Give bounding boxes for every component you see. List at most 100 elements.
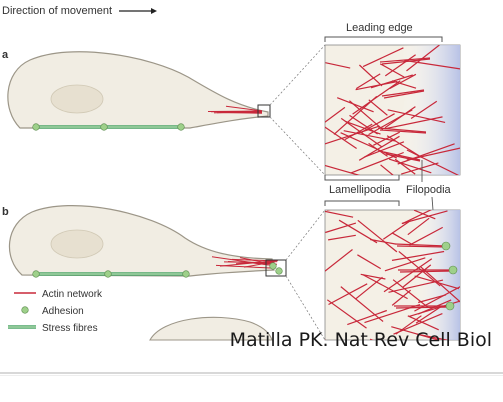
leading-edge-bracket	[324, 36, 443, 42]
panel-b-adhesion	[104, 270, 112, 278]
actin-filament	[388, 279, 444, 293]
filopodium-bundle	[396, 245, 447, 248]
legend-label-stress: Stress fibres	[42, 323, 98, 334]
leading-edge-label: Leading edge	[346, 22, 413, 34]
actin-filament	[382, 221, 410, 240]
actin-filament	[336, 97, 374, 113]
actin-filament	[360, 273, 386, 280]
panel-b-adhesion	[32, 270, 40, 278]
actin-filament	[369, 238, 396, 245]
tip-actin	[239, 257, 276, 266]
actin-filament	[416, 333, 449, 340]
filopodium-bundle	[383, 151, 421, 161]
panel-b-adhesion	[269, 262, 277, 270]
actin-filament	[413, 210, 436, 220]
filopodium-bundle	[379, 129, 427, 134]
filopodium-bundle	[381, 58, 431, 65]
actin-filament	[391, 232, 412, 245]
panel-b-filopodia-adhesions	[441, 241, 458, 311]
actin-filament	[406, 149, 460, 175]
panel-b-zoom	[324, 209, 461, 341]
actin-filament	[325, 125, 380, 145]
actin-filament	[357, 254, 382, 270]
actin-filament	[401, 210, 448, 225]
actin-filament	[384, 54, 416, 77]
actin-filament	[362, 47, 404, 68]
actin-filament	[398, 250, 441, 287]
actin-filament	[384, 257, 426, 272]
panel-b-label: b	[2, 206, 9, 218]
filopodium-bundle	[394, 243, 447, 247]
actin-filament	[409, 226, 443, 246]
actin-filament	[358, 64, 383, 87]
legend-label-adhesion: Adhesion	[42, 306, 84, 317]
panel-a-adhesion	[100, 123, 108, 131]
panel-a-zoom	[324, 44, 461, 176]
actin-filament	[326, 299, 367, 329]
panel-b-zoom-lines	[285, 209, 326, 341]
actin-filament	[391, 250, 445, 261]
slide-divider	[0, 372, 503, 374]
actin-filament	[387, 109, 446, 123]
filopodium-bundle	[385, 153, 421, 162]
lamellipodia-bracket	[324, 175, 400, 181]
actin-filament	[325, 164, 361, 175]
actin-filament	[388, 158, 432, 174]
panel-a-nucleus	[50, 84, 104, 114]
actin-filament	[401, 162, 439, 175]
filopodium-bundle	[381, 89, 425, 97]
actin-filament	[340, 286, 384, 322]
panel-b-zoom-box	[265, 259, 287, 277]
panel-b-cell	[8, 205, 287, 278]
actin-filament	[347, 309, 388, 326]
actin-filament	[402, 210, 432, 225]
actin-filament	[420, 266, 460, 303]
actin-filament	[357, 219, 398, 253]
actin-filament	[393, 313, 443, 335]
actin-filament	[362, 274, 408, 300]
actin-filament	[360, 113, 395, 134]
tip-actin	[235, 261, 278, 265]
actin-filament	[325, 62, 351, 69]
legend-label-actin: Actin network	[42, 289, 103, 300]
actin-filament	[407, 315, 439, 331]
partial-cell-c	[149, 316, 273, 341]
panel-a-tip-actin	[207, 105, 263, 114]
panel-a-adhesion	[32, 123, 40, 131]
actin-filament	[325, 222, 357, 234]
legend: Actin network Adhesion Stress fibres	[8, 289, 103, 334]
panel-a-cell	[7, 51, 271, 131]
actin-filament	[327, 210, 331, 211]
actin-filament	[418, 294, 447, 304]
actin-filament	[402, 264, 432, 288]
actin-filament	[363, 141, 405, 158]
actin-filament	[355, 276, 383, 300]
panel-a-zoom-box	[257, 104, 271, 118]
actin-filament	[328, 234, 356, 241]
actin-filament	[383, 258, 433, 293]
tip-actin	[243, 261, 275, 268]
tip-actin	[225, 105, 263, 112]
filopodia-label: Filopodia	[406, 184, 452, 196]
actin-filament	[391, 289, 411, 306]
actin-filament	[392, 279, 429, 308]
actin-filament	[397, 143, 455, 165]
actin-filament	[404, 59, 460, 70]
actin-filament	[406, 45, 440, 72]
filopodium-bundle	[383, 90, 425, 99]
actin-filament	[415, 306, 442, 324]
direction-arrow-icon	[119, 8, 157, 14]
actin-filament	[343, 130, 396, 142]
actin-filament	[325, 210, 354, 218]
actin-filament	[389, 73, 417, 90]
filopodium-bundle	[379, 57, 431, 63]
actin-filament	[355, 80, 398, 91]
citation-caption: Matilla PK. Nat Rev Cell Biol	[229, 329, 492, 351]
panel-b-nucleus	[50, 229, 104, 259]
actin-filament	[328, 283, 368, 306]
actin-filament	[385, 116, 443, 130]
adhesion-legend-swatch	[21, 306, 29, 314]
filopodium-bundle	[399, 270, 454, 273]
slide-divider-shadow	[0, 375, 503, 376]
